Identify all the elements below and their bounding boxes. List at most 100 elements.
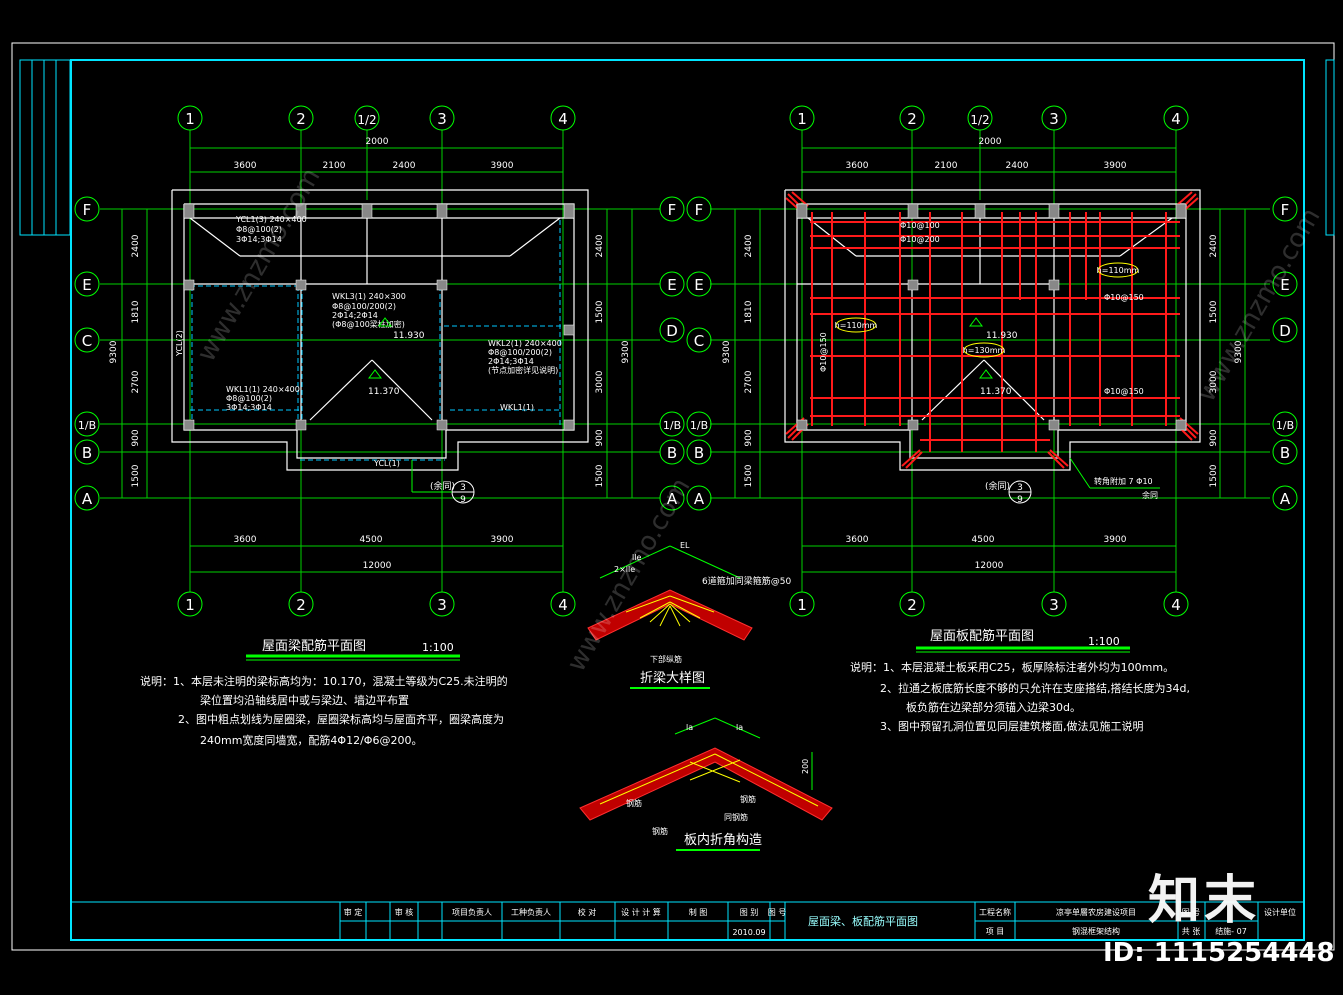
beam-bottom-dim-3: 3900: [491, 535, 514, 545]
beam-detail-no: 3: [460, 483, 466, 493]
svg-text:2: 2: [296, 110, 306, 128]
slab-thickness-bubble-1: [835, 317, 877, 333]
slab-left-dim-2: 1810: [744, 300, 754, 323]
slab-fold-label-3: 钢筋: [652, 826, 668, 836]
beam-top-dim-2: 2100: [323, 161, 346, 171]
beam-right-dim-2: 1500: [595, 300, 605, 323]
beam-axis-left: F E C 1/B B A: [74, 196, 100, 511]
svg-text:2: 2: [907, 110, 917, 128]
svg-text:F: F: [1281, 201, 1290, 219]
svg-text:1/2: 1/2: [970, 113, 989, 127]
svg-text:4: 4: [1171, 596, 1181, 614]
watermark-brand: 知末: [1148, 871, 1261, 931]
svg-text:1/B: 1/B: [1276, 419, 1294, 432]
slab-rebar-label-3: Φ10@150: [1104, 293, 1144, 302]
beam-left-dim-4: 900: [131, 429, 141, 446]
slab-note-2: 2、拉通之板底筋长度不够的只允许在支座搭结,搭结长度为34d,: [880, 681, 1190, 695]
slab-rebar-label-2: Φ10@200: [900, 235, 940, 244]
svg-text:1/B: 1/B: [78, 419, 96, 432]
beam-elev-2: 11.370: [368, 387, 400, 397]
slab-total-top-dim: 2000: [979, 137, 1002, 147]
svg-text:A: A: [1280, 490, 1291, 508]
svg-text:3: 3: [1049, 596, 1059, 614]
slab-left-dim-1: 2400: [744, 234, 754, 257]
watermark-id: ID: 1115254448: [1103, 938, 1335, 968]
slab-thickness-2: h=110mm: [1097, 266, 1140, 275]
svg-text:C: C: [82, 332, 92, 350]
slab-fold-dim-3: 200: [801, 759, 810, 774]
slab-elev-marker-1: [969, 317, 983, 327]
svg-text:A: A: [82, 490, 93, 508]
slab-right-dim-3: 3000: [1209, 370, 1219, 393]
beam-axis-top: 1 2 1/2 3 4: [177, 105, 576, 131]
beam-label-wkl2: WKL2(1) 240×400: [488, 339, 562, 348]
folded-beam-label-2: 下部纵筋: [650, 654, 682, 664]
slab-left-dim-3: 2700: [744, 370, 754, 393]
beam-plan-columns: [183, 203, 575, 431]
svg-text:2: 2: [907, 596, 917, 614]
slab-axis-left: F E C 1/B B A: [686, 196, 712, 511]
beam-note-3: 2、图中粗点划线为屋圈梁，屋圈梁标高均与屋面齐平，圈梁高度为: [178, 712, 504, 726]
svg-text:E: E: [694, 276, 703, 294]
title-block: 审 定 审 核 项目负责人 工种负责人 校 对 设 计 计 算 制 图 图 别 …: [70, 901, 1305, 941]
slab-detail-no: 3: [1017, 483, 1023, 493]
svg-text:2: 2: [296, 596, 306, 614]
beam-left-total-dim: 9300: [109, 340, 119, 363]
svg-text:A: A: [694, 490, 705, 508]
slab-rebar-label-4: Φ10@150: [819, 332, 828, 372]
slab-elev-1: 11.930: [986, 331, 1018, 341]
svg-text:4: 4: [1171, 110, 1181, 128]
slab-edge-note-2: 余同: [1142, 490, 1158, 500]
svg-text:E: E: [667, 276, 676, 294]
beam-label-ycl2: YCL(2): [175, 330, 184, 357]
slab-fold-label-2: 钢筋: [740, 794, 756, 804]
slab-elev-marker-2: [979, 369, 993, 379]
svg-text:B: B: [82, 444, 92, 462]
svg-text:B: B: [1280, 444, 1290, 462]
beam-bottom-dim-1: 3600: [234, 535, 257, 545]
slab-columns: [796, 203, 1187, 431]
tb-item-name: 钢混框架结构: [1072, 926, 1120, 936]
slab-right-total-dim: 9300: [1234, 340, 1244, 363]
folded-beam-dim-1: 2×lle: [614, 565, 635, 574]
beam-label-wkl2-c: 2Φ14;3Φ14: [488, 357, 534, 366]
slab-note-1: 说明：1、本层混凝土板采用C25，板厚除标注者外均为100mm。: [850, 660, 1174, 674]
tb-project-name: 凉亭单層农房建设项目: [1056, 907, 1136, 917]
slab-detail-sheet: 9: [1017, 495, 1023, 505]
beam-label-wkl1-right: WKL1(1): [500, 403, 534, 412]
beam-top-dim-1: 3600: [234, 161, 257, 171]
slab-fold-label-1: 钢筋: [626, 798, 642, 808]
tb-header-6: 设 计 计 算: [621, 907, 661, 917]
beam-left-dim-3: 2700: [131, 370, 141, 393]
beam-right-dim-3: 3000: [595, 370, 605, 393]
beam-label-wkl2-d: (节点加密详见说明): [488, 365, 558, 375]
svg-text:4: 4: [558, 110, 568, 128]
beam-right-dim-4: 900: [595, 429, 605, 446]
svg-text:F: F: [695, 201, 704, 219]
slab-thickness-bubble-2: [1097, 262, 1139, 278]
slab-note-4: 3、图中预留孔洞位置见同层建筑楼面,做法见施工说明: [880, 719, 1144, 733]
folded-beam-dim-2: lle: [632, 553, 641, 562]
tb-drawing-title: 屋面梁、板配筋平面图: [808, 914, 918, 928]
slab-top-dim-1: 3600: [846, 161, 869, 171]
svg-text:3: 3: [437, 596, 447, 614]
beam-label-ycl1-c: 3Φ14;3Φ14: [236, 235, 282, 244]
tb-header-3: 项目负责人: [452, 907, 492, 917]
beam-note-4: 240mm宽度同墙宽，配筋4Φ12/Φ6@200。: [200, 733, 422, 747]
tb-header-9: 图 号: [768, 908, 787, 917]
slab-right-dim-1: 2400: [1209, 234, 1219, 257]
beam-right-total-dim: 9300: [621, 340, 631, 363]
beam-label-ycl1: YCL1(3) 240×400: [235, 215, 307, 224]
svg-text:F: F: [668, 201, 677, 219]
svg-text:F: F: [83, 201, 92, 219]
slab-fold-dim-2: la: [736, 723, 743, 732]
tb-header-7: 制 图: [689, 907, 708, 917]
slab-fold-title: 板内折角构造: [684, 832, 762, 848]
beam-label-wkl3-b: Φ8@100/200(2): [332, 302, 396, 311]
slab-plan-scale: 1:100: [1088, 635, 1120, 648]
slab-left-dim-5: 1500: [744, 464, 754, 487]
svg-text:D: D: [666, 322, 678, 340]
beam-bottom-dim-2: 4500: [360, 535, 383, 545]
svg-text:B: B: [694, 444, 704, 462]
beam-axis-bottom: 1 2 3 4: [177, 591, 576, 617]
